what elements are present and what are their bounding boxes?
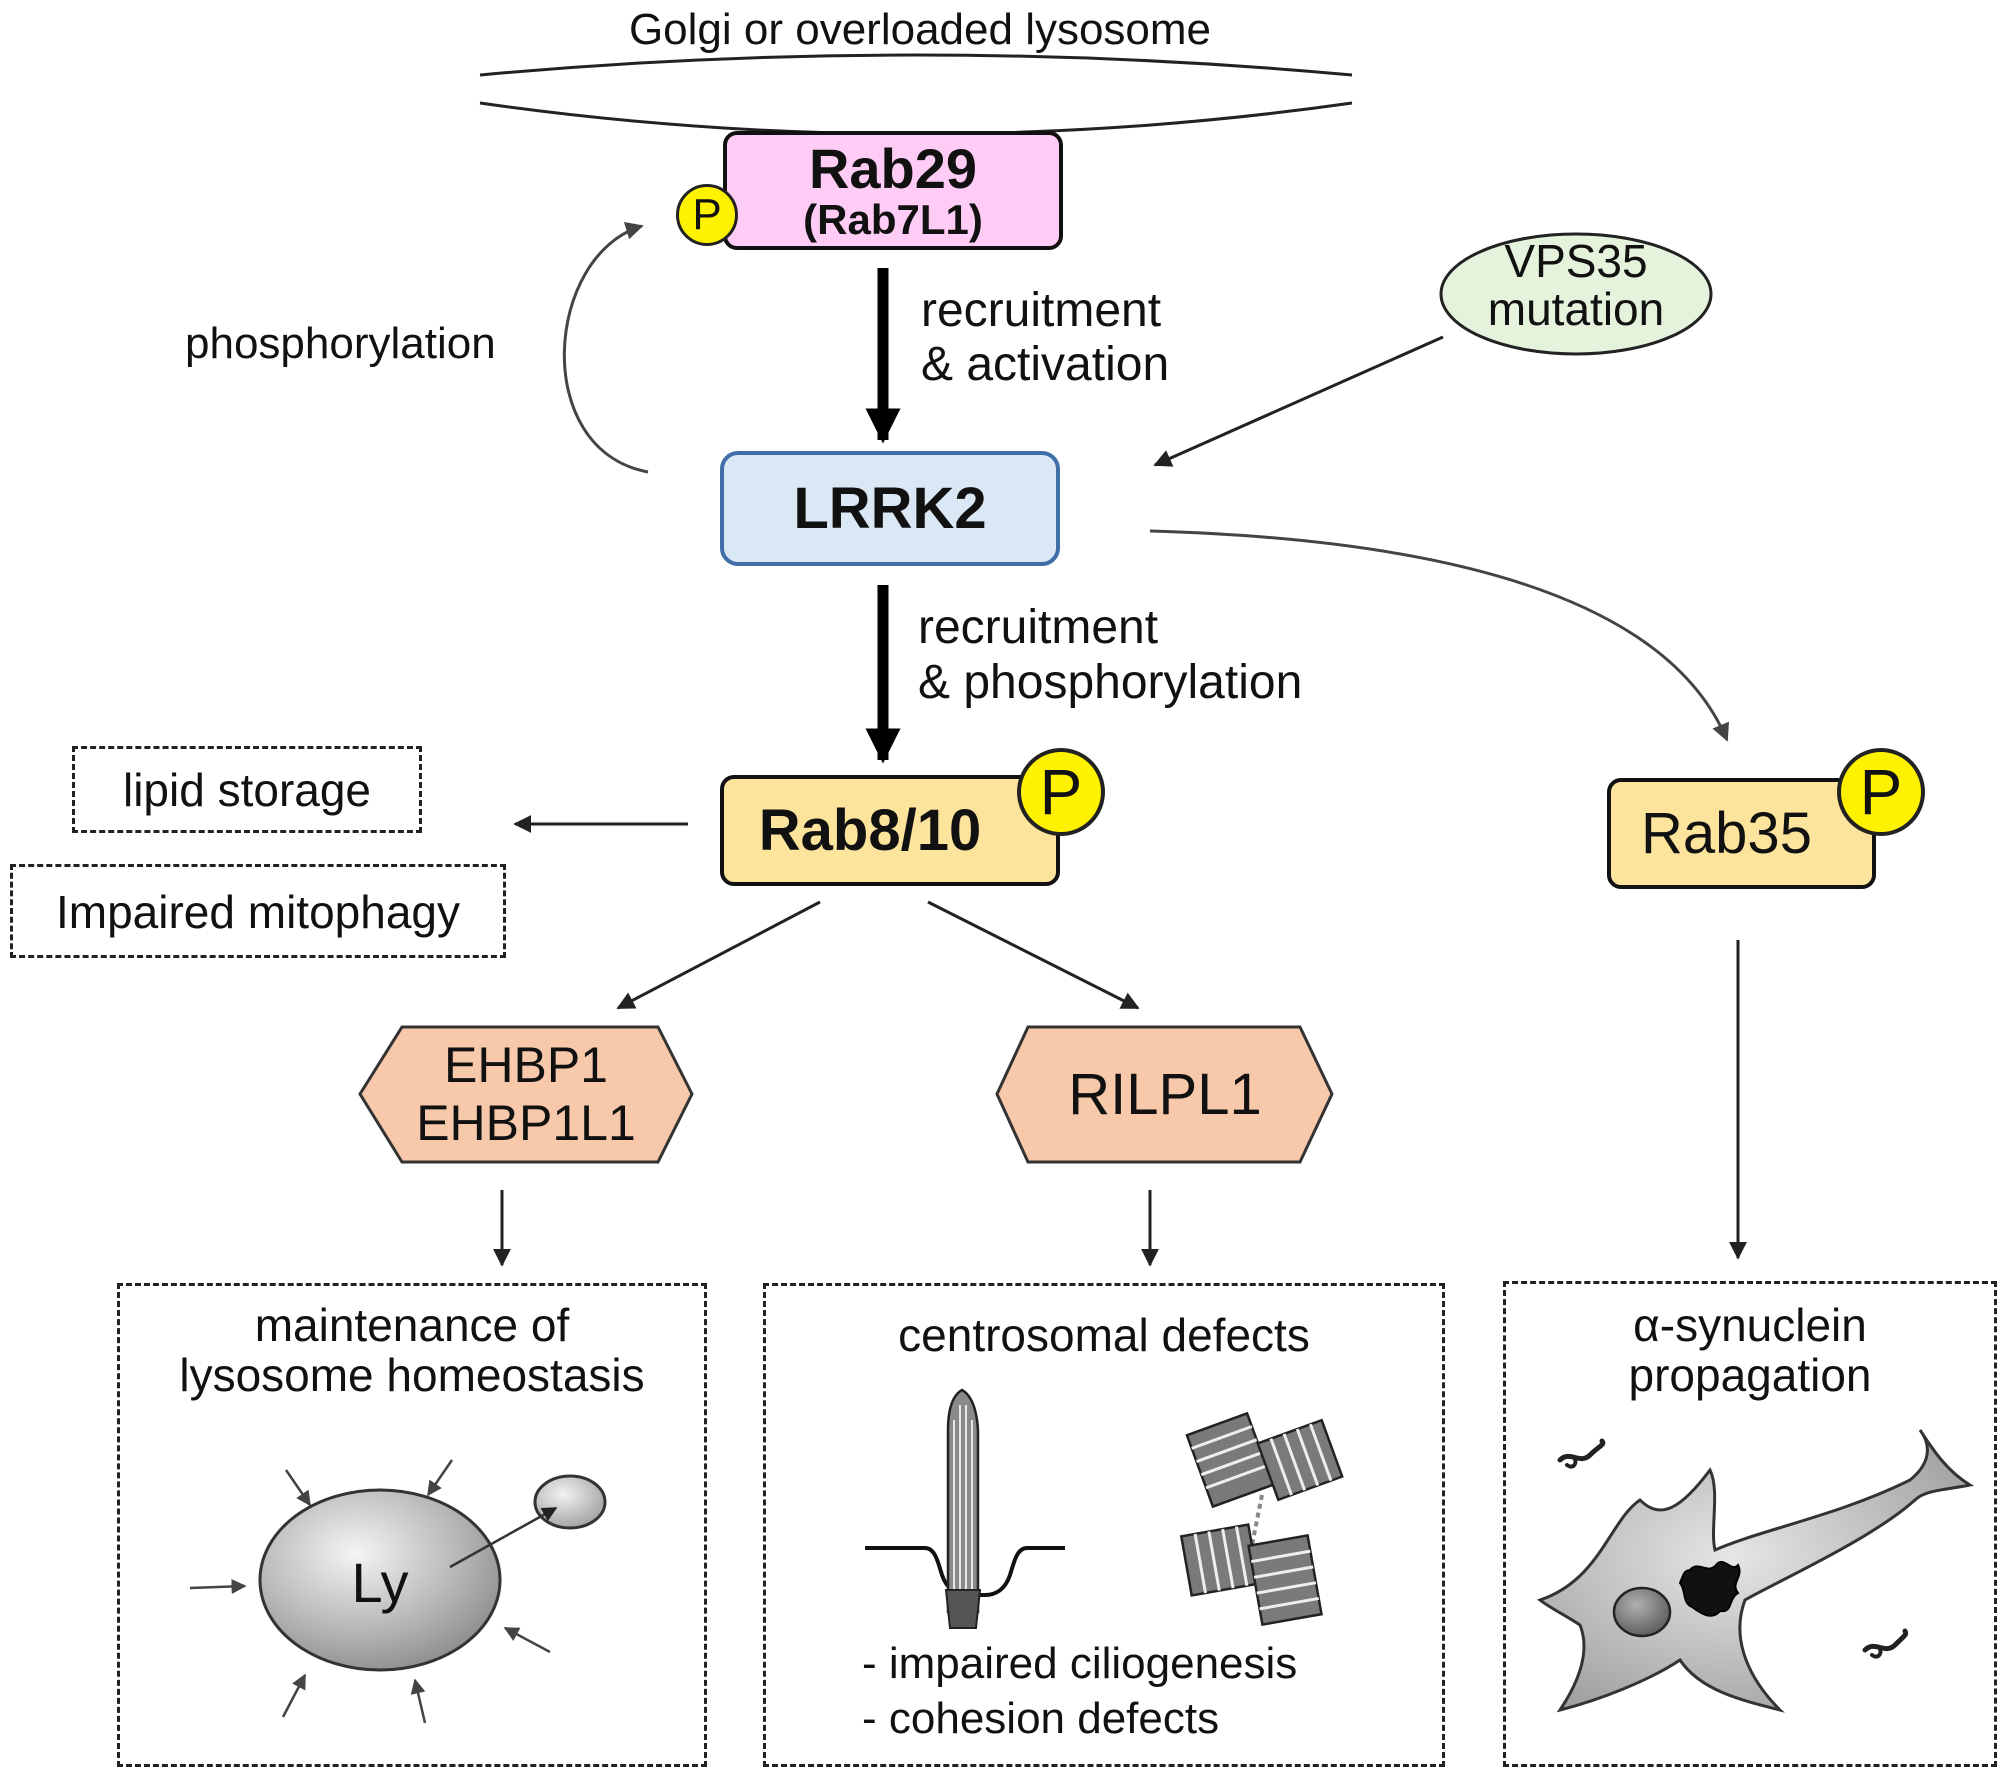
lrrk2-name: LRRK2	[793, 475, 987, 541]
lysosome-line2: lysosome homeostasis	[179, 1349, 645, 1401]
rab8-10-name: Rab8/10	[758, 797, 982, 863]
lysosome-homeostasis-box	[117, 1283, 707, 1767]
membrane-inner-line	[479, 101, 1353, 136]
rab8-10-node: Rab8/10	[720, 775, 1060, 886]
lysosome-ly-label: Ly	[351, 1551, 409, 1614]
rab29-node: Rab29 (Rab7L1)	[723, 131, 1063, 250]
cilium-illustration	[865, 1388, 1065, 1629]
neuron-illustration	[1536, 1429, 1975, 1713]
rab35-name: Rab35	[1641, 800, 1812, 866]
vps35-ellipse	[1439, 232, 1713, 356]
rab29-name: Rab29	[808, 136, 978, 200]
membrane-label: Golgi or overloaded lysosome	[628, 5, 1212, 54]
lrrk2-node: LRRK2	[720, 451, 1060, 566]
lysosome-illustration	[189, 1459, 607, 1724]
rilpl1-hexagon	[995, 1025, 1334, 1164]
rab35-node: Rab35	[1607, 778, 1876, 889]
recruitment-phosphorylation-line2: & phosphorylation	[918, 656, 1303, 709]
rab8-10-phospho-badge: P	[1017, 748, 1105, 836]
rab29-alias: (Rab7L1)	[803, 195, 983, 243]
ehbp1-line1: EHBP1	[444, 1037, 608, 1093]
centrioles-illustration	[1179, 1411, 1344, 1627]
centrosomal-title: centrosomal defects	[898, 1309, 1310, 1361]
lysosome-line1: maintenance of	[254, 1299, 570, 1351]
arrow-rab8-to-ehbp1	[616, 900, 821, 1010]
impaired-mitophagy-box	[10, 864, 506, 958]
recruitment-activation-line1: recruitment	[921, 284, 1162, 337]
ehbp1-hexagon	[358, 1025, 694, 1164]
arrow-vps35-to-lrrk2	[1153, 335, 1444, 467]
centrosomal-item2: - cohesion defects	[862, 1694, 1220, 1743]
centrosomal-defects-box	[763, 1283, 1445, 1767]
recruitment-phosphorylation-line1: recruitment	[918, 601, 1159, 654]
membrane-outer-line	[479, 53, 1353, 77]
phosphorylation-label: phosphorylation	[185, 319, 496, 368]
synuclein-propagation-box	[1503, 1281, 1997, 1767]
impaired-mitophagy-label: Impaired mitophagy	[56, 886, 460, 938]
rab29-phospho-badge: P	[676, 184, 738, 246]
recruitment-activation-line2: & activation	[921, 338, 1170, 391]
arrow-lrrk2-to-rab35	[1149, 529, 1729, 742]
rilpl1-label: RILPL1	[1068, 1062, 1262, 1127]
rab35-phospho-badge: P	[1837, 748, 1925, 836]
vps35-line1: VPS35	[1504, 235, 1648, 287]
ehbp1-line2: EHBP1L1	[416, 1095, 636, 1151]
centrosomal-item1: - impaired ciliogenesis	[862, 1639, 1298, 1688]
arrow-rab8-to-rilpl1	[927, 900, 1140, 1010]
synuclein-line1: α-synuclein	[1633, 1299, 1867, 1351]
lipid-storage-box	[72, 746, 422, 833]
synuclein-line2: propagation	[1628, 1349, 1872, 1401]
vps35-line2: mutation	[1487, 283, 1665, 335]
lysosome-ellipse	[258, 1488, 502, 1672]
lipid-storage-label: lipid storage	[122, 764, 372, 816]
phosphorylation-loop-arrow	[562, 222, 649, 474]
